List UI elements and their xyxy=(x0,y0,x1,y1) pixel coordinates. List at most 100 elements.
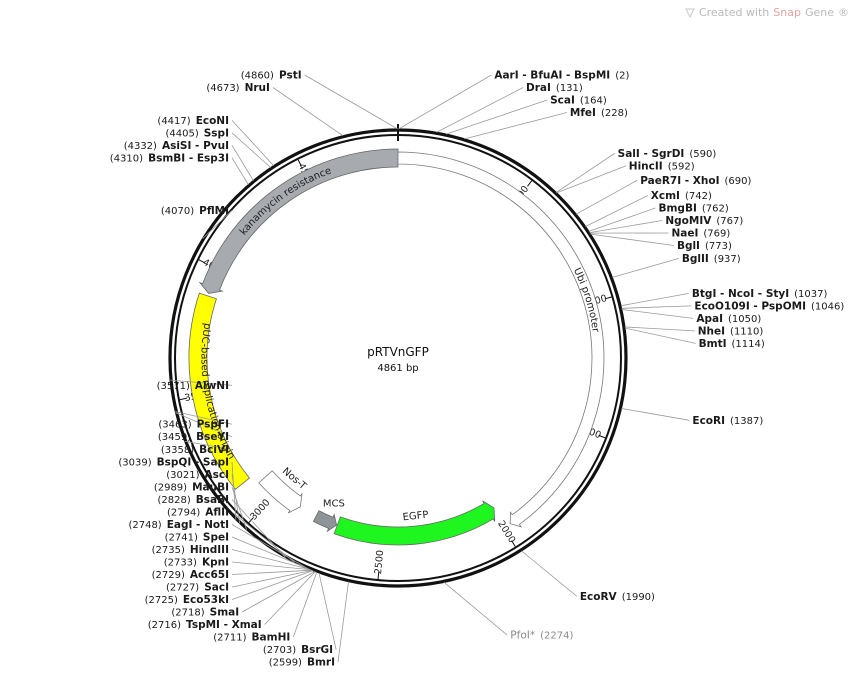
site-name: BsmBI - Esp3I xyxy=(148,152,229,164)
site-label: (2828) BsaBI xyxy=(157,494,229,506)
site-labels: AarI - BfuAI - BspMI(2)DraI(131)ScaI(164… xyxy=(110,70,845,669)
feature-terminator xyxy=(258,470,303,514)
site-position: (2748) xyxy=(128,520,161,531)
site-label: (2716)TspMI - XmaI xyxy=(148,619,262,631)
site-label: DraI(131) xyxy=(526,82,583,94)
site-name: MauBI xyxy=(192,482,229,494)
site-position: (2729) xyxy=(152,570,185,581)
site-leader-line xyxy=(231,569,313,588)
site-position: (2741) xyxy=(165,533,198,544)
tick-line xyxy=(297,159,302,167)
plasmid-name: pRTVnGFP xyxy=(367,345,429,359)
site-name: NruI xyxy=(245,82,270,94)
watermark-brand-a: Snap xyxy=(773,6,801,19)
site-name: ApaI xyxy=(696,313,723,325)
site-label: (2718)SmaI xyxy=(171,607,239,619)
site-position: (1110) xyxy=(730,326,763,337)
site-name: PfoI* xyxy=(510,630,535,642)
site-position: (2725) xyxy=(145,595,178,606)
site-position: (3039) xyxy=(118,458,151,469)
site-leader-line xyxy=(398,74,492,130)
site-label: EcoRV(1990) xyxy=(580,591,655,603)
site-leader-line xyxy=(202,210,233,239)
site-leader-line xyxy=(231,120,274,166)
site-label: (3021)AscI xyxy=(166,469,229,481)
site-position: (592) xyxy=(668,161,695,172)
tick-line xyxy=(511,540,516,547)
site-name: AsiSI - PvuI xyxy=(162,140,229,152)
site-position: (2727) xyxy=(166,583,199,594)
site-label: HincII(592) xyxy=(629,160,695,172)
site-name: NaeI xyxy=(672,227,699,239)
site-leader-line xyxy=(576,179,638,215)
site-name: NgoMIV xyxy=(665,215,712,227)
site-leader-line xyxy=(590,233,674,246)
site-name: SspI xyxy=(204,127,229,139)
site-leader-line xyxy=(175,411,233,425)
feature-promoter xyxy=(397,151,605,528)
site-leader-line xyxy=(231,549,311,570)
site-position: (937) xyxy=(714,254,741,265)
site-label: BmgBI(762) xyxy=(658,202,728,214)
site-label: NaeI (769) xyxy=(672,227,731,239)
site-label: AarI - BfuAI - BspMI(2) xyxy=(494,70,629,82)
site-label: PaeR7I - XhoI(690) xyxy=(640,175,751,187)
site-position: (769) xyxy=(703,228,730,239)
site-label: BtgI - NcoI - StyI(1037) xyxy=(692,288,828,300)
site-name: PstI xyxy=(279,70,302,82)
site-position: (2828) xyxy=(157,495,190,506)
site-position: (2733) xyxy=(164,558,197,569)
site-position: (1114) xyxy=(732,339,765,350)
site-position: (2711) xyxy=(213,633,246,644)
site-leaders xyxy=(170,74,696,663)
site-label: (3039)BspQI - SapI xyxy=(118,457,229,469)
site-label: (3571)AlwNI xyxy=(157,380,229,392)
site-position: (4405) xyxy=(165,128,198,139)
site-label: (2748)EagI - NotI xyxy=(128,519,229,531)
site-label: NheI(1110) xyxy=(698,325,764,337)
site-name: SmaI xyxy=(210,607,240,619)
site-leader-line xyxy=(264,571,316,625)
site-position: (1990) xyxy=(622,592,655,603)
site-position: (2716) xyxy=(148,620,181,631)
site-label: SalI - SgrDI (590) xyxy=(618,148,717,160)
site-position: (2735) xyxy=(152,545,185,556)
site-name: KpnI xyxy=(202,557,229,569)
site-leader-line xyxy=(621,309,694,319)
site-leader-line xyxy=(620,292,689,307)
site-name: BmrI xyxy=(307,657,335,669)
site-name: BsaBI xyxy=(196,494,229,506)
site-position: (4673) xyxy=(206,83,239,94)
tick-line xyxy=(179,397,187,401)
site-position: (742) xyxy=(685,191,712,202)
site-position: (1050) xyxy=(728,314,761,325)
site-name: AflII xyxy=(205,507,229,519)
watermark-brand-b: Gene xyxy=(804,6,834,19)
site-leader-line xyxy=(624,327,696,344)
site-leader-line xyxy=(231,461,237,520)
watermark-suffix: ® xyxy=(838,6,849,19)
site-leader-line xyxy=(272,87,344,137)
site-name: SalI - SgrDI xyxy=(618,148,685,160)
site-name: BseYI xyxy=(196,431,229,443)
site-position: (2989) xyxy=(154,483,187,494)
site-label: (4070)PflMI xyxy=(161,205,229,217)
tick-label: 2500 xyxy=(373,550,386,575)
site-label: XcmI(742) xyxy=(651,190,712,202)
site-label: (2989) MauBI xyxy=(154,482,229,494)
site-label: (4673) NruI xyxy=(206,82,270,94)
site-label: (4405) SspI xyxy=(165,127,229,139)
tick-label: 3000 xyxy=(248,497,272,522)
site-name: PspFI xyxy=(197,419,229,431)
site-leader-line xyxy=(231,561,311,571)
watermark-prefix: Created with xyxy=(698,6,770,19)
site-position: (2274) xyxy=(540,631,573,642)
site-name: SacI xyxy=(204,582,229,594)
site-label: (4860)PstI xyxy=(241,70,302,82)
site-name: PflMI xyxy=(199,205,229,217)
site-position: (590) xyxy=(689,149,716,160)
site-name: AlwNI xyxy=(195,380,229,392)
site-leader-line xyxy=(318,572,337,650)
site-name: SpeI xyxy=(203,532,229,544)
